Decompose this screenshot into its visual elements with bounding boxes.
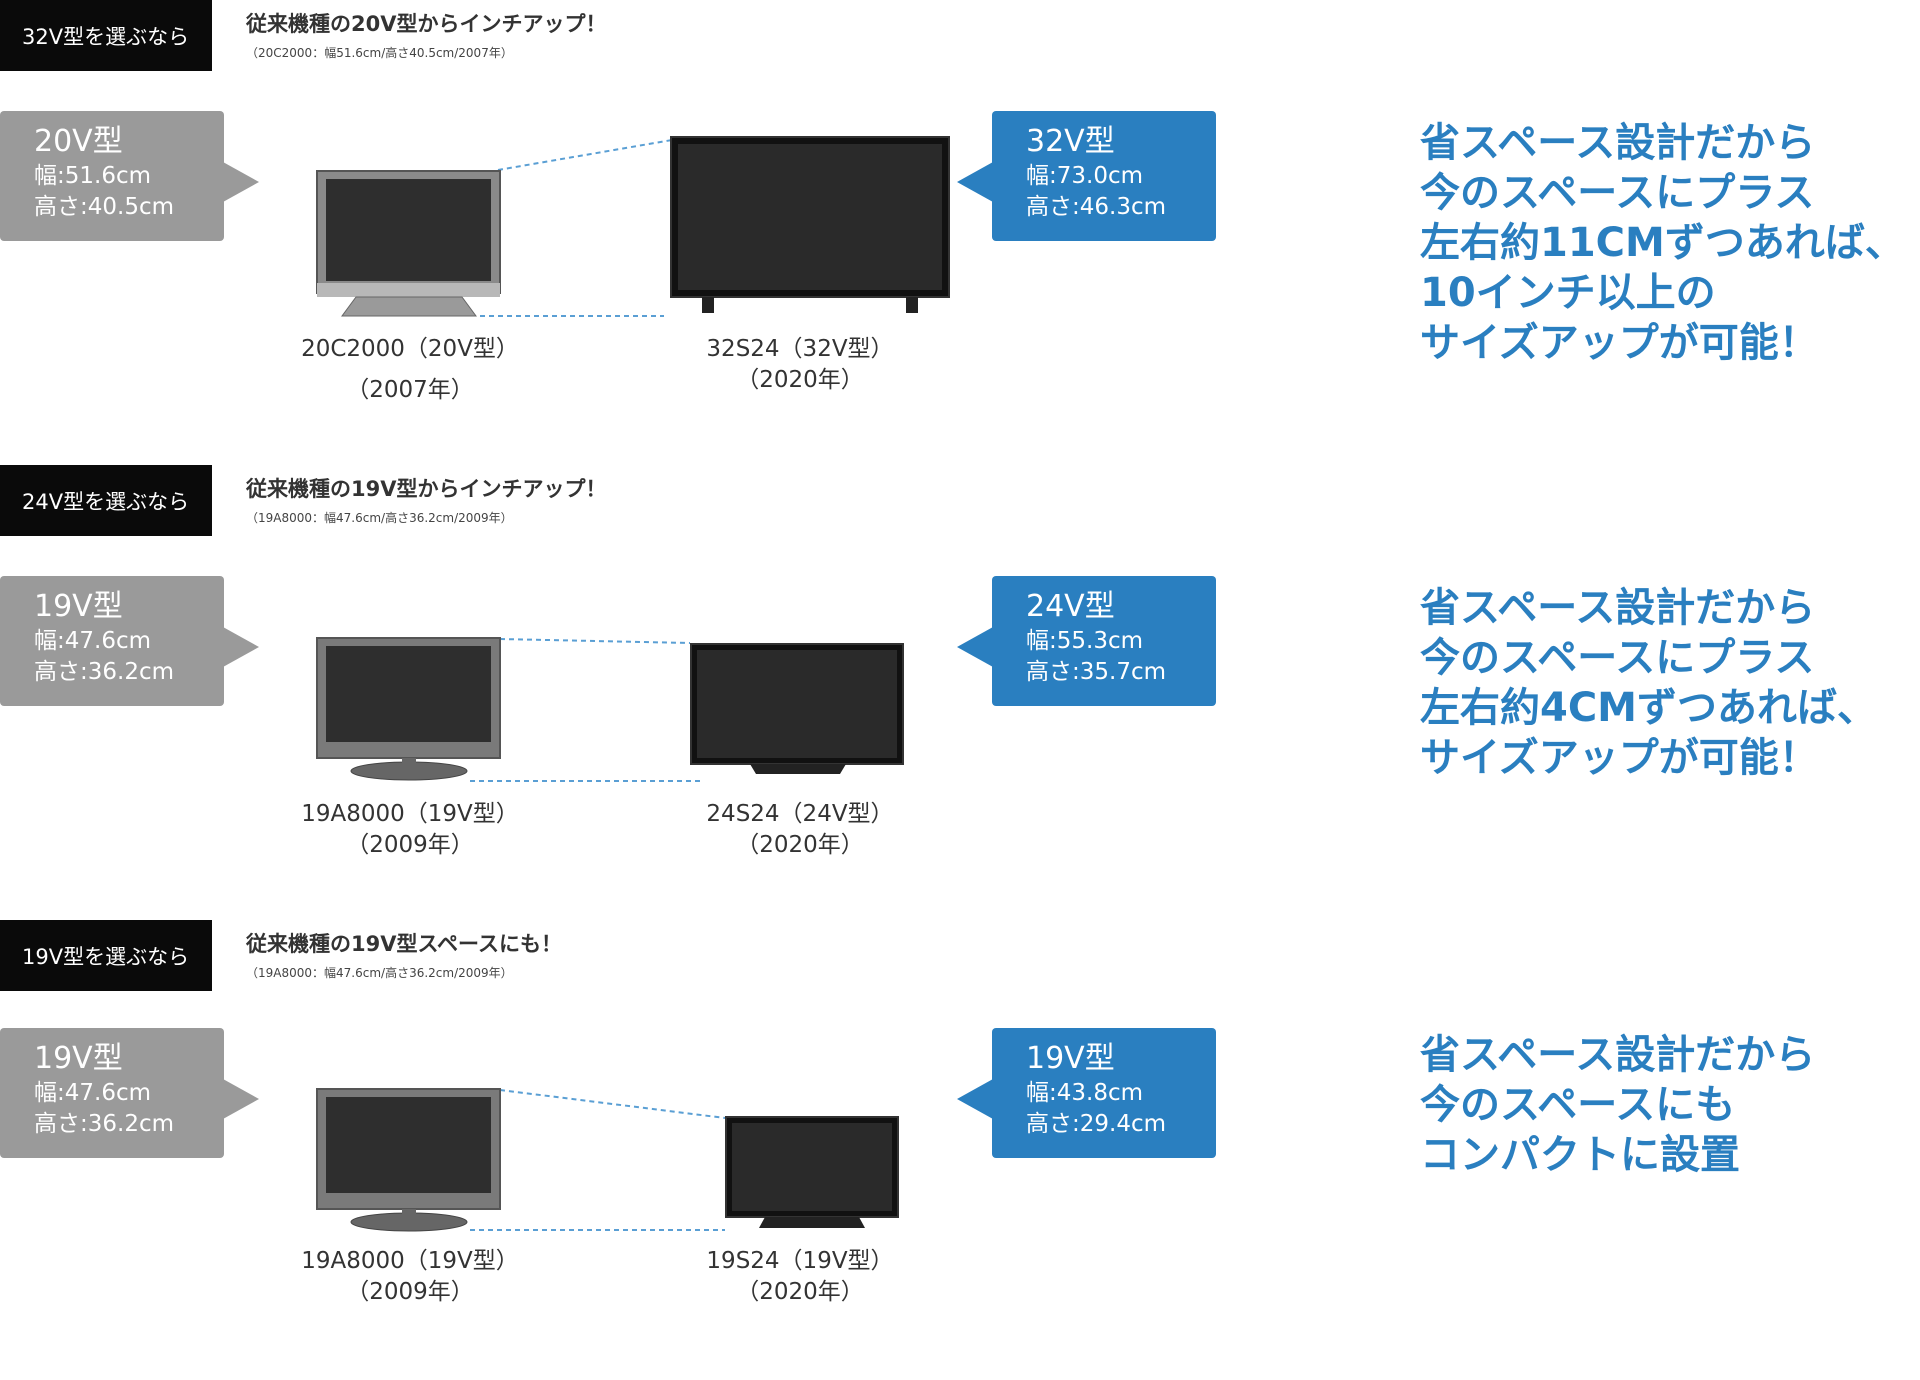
old-tv-model: 20C2000（20V型） （2007年） xyxy=(290,334,530,406)
old-tv-height: 高さ:36.2cm xyxy=(34,1111,175,1137)
promo-copy-line: 省スペース設計だから xyxy=(1420,120,1816,166)
old-tv-size: 19V型 xyxy=(34,1041,123,1076)
promo-copy-line: 省スペース設計だから xyxy=(1420,585,1816,631)
new-tv-size: 24V型 xyxy=(1026,589,1115,624)
old-tv-model-name: 19A8000（19V型） xyxy=(301,801,519,827)
old-tv-width: 幅:47.6cm xyxy=(34,628,152,654)
new-tv-image xyxy=(690,643,904,774)
new-tv-size-bubble: 19V型 幅:43.8cm 高さ:29.4cm xyxy=(957,1028,1216,1158)
new-tv-model-name: 19S24（19V型） xyxy=(706,1248,894,1274)
old-tv-model: 19A8000（19V型） （2009年） xyxy=(290,1246,530,1308)
old-tv-image xyxy=(316,170,501,317)
new-tv-width: 幅:55.3cm xyxy=(1026,628,1144,654)
old-tv-width: 幅:47.6cm xyxy=(34,1080,152,1106)
old-tv-size-bubble: 20V型 幅:51.6cm 高さ:40.5cm xyxy=(0,111,259,241)
new-tv-size-bubble: 24V型 幅:55.3cm 高さ:35.7cm xyxy=(957,576,1216,706)
new-tv-model: 32S24（32V型） （2020年） xyxy=(680,334,920,396)
promo-copy-line: 今のスペースにプラス xyxy=(1420,170,1815,216)
section-label: 32V型を選ぶなら xyxy=(0,0,212,71)
new-tv-size-bubble: 32V型 幅:73.0cm 高さ:46.3cm xyxy=(957,111,1216,241)
promo-copy-line: サイズアップが可能！ xyxy=(1420,320,1819,366)
old-tv-size-bubble: 19V型 幅:47.6cm 高さ:36.2cm xyxy=(0,1028,259,1158)
section-headline: 従来機種の19V型スペースにも！ xyxy=(246,932,562,956)
promo-copy-line: 10インチ以上の xyxy=(1420,270,1716,316)
old-tv-model: 19A8000（19V型） （2009年） xyxy=(290,799,530,861)
old-tv-image xyxy=(316,1088,501,1232)
promo-copy-line: 今のスペースにも xyxy=(1420,1082,1736,1128)
promo-copy-line: 省スペース設計だから xyxy=(1420,1032,1816,1078)
promo-copy: 省スペース設計だから 今のスペースにも コンパクトに設置 xyxy=(1420,1030,1815,1180)
old-tv-height: 高さ:36.2cm xyxy=(34,659,175,685)
promo-copy: 省スペース設計だから 今のスペースにプラス 左右約11CMずつあれば、 10イン… xyxy=(1420,118,1905,368)
promo-copy-line: コンパクトに設置 xyxy=(1420,1132,1740,1178)
promo-copy: 省スペース設計だから 今のスペースにプラス 左右約4CMずつあれば、 サイズアッ… xyxy=(1420,583,1877,783)
new-tv-model: 19S24（19V型） （2020年） xyxy=(680,1246,920,1308)
promo-copy-line: 左右約4CMずつあれば、 xyxy=(1420,685,1877,731)
old-tv-year: （2007年） xyxy=(346,377,474,403)
old-tv-width: 幅:51.6cm xyxy=(34,163,152,189)
new-tv-image xyxy=(725,1116,899,1228)
promo-copy-line: サイズアップが可能！ xyxy=(1420,735,1819,781)
old-tv-year: （2009年） xyxy=(346,1279,474,1305)
new-tv-year: （2020年） xyxy=(736,1279,864,1305)
old-tv-image xyxy=(316,637,501,781)
new-tv-width: 幅:43.8cm xyxy=(1026,1080,1144,1106)
new-tv-year: （2020年） xyxy=(736,832,864,858)
new-tv-model: 24S24（24V型） （2020年） xyxy=(680,799,920,861)
new-tv-size: 19V型 xyxy=(1026,1041,1115,1076)
section-note: （19A8000：幅47.6cm/高さ36.2cm/2009年） xyxy=(246,966,513,980)
new-tv-model-name: 32S24（32V型） xyxy=(706,336,894,362)
section-note: （19A8000：幅47.6cm/高さ36.2cm/2009年） xyxy=(246,511,513,525)
new-tv-height: 高さ:46.3cm xyxy=(1026,194,1167,220)
new-tv-height: 高さ:29.4cm xyxy=(1026,1111,1167,1137)
old-tv-height: 高さ:40.5cm xyxy=(34,194,175,220)
old-tv-model-name: 20C2000（20V型） xyxy=(301,336,519,362)
section-label: 19V型を選ぶなら xyxy=(0,920,212,991)
old-tv-size: 19V型 xyxy=(34,589,123,624)
old-tv-model-name: 19A8000（19V型） xyxy=(301,1248,519,1274)
section-headline: 従来機種の19V型からインチアップ！ xyxy=(246,477,607,501)
new-tv-width: 幅:73.0cm xyxy=(1026,163,1144,189)
promo-copy-line: 今のスペースにプラス xyxy=(1420,635,1815,681)
new-tv-height: 高さ:35.7cm xyxy=(1026,659,1167,685)
new-tv-image xyxy=(670,136,950,313)
new-tv-model-name: 24S24（24V型） xyxy=(706,801,894,827)
new-tv-size: 32V型 xyxy=(1026,124,1115,159)
new-tv-year: （2020年） xyxy=(736,367,864,393)
section-headline: 従来機種の20V型からインチアップ！ xyxy=(246,12,607,36)
comparison-section-24v: 24V型を選ぶなら 従来機種の19V型からインチアップ！ （19A8000：幅4… xyxy=(0,465,1920,925)
old-tv-size-bubble: 19V型 幅:47.6cm 高さ:36.2cm xyxy=(0,576,259,706)
promo-copy-line: 左右約11CMずつあれば、 xyxy=(1420,220,1905,266)
comparison-section-32v: 32V型を選ぶなら 従来機種の20V型からインチアップ！ （20C2000：幅5… xyxy=(0,0,1920,460)
comparison-section-19v: 19V型を選ぶなら 従来機種の19V型スペースにも！ （19A8000：幅47.… xyxy=(0,920,1920,1305)
section-label: 24V型を選ぶなら xyxy=(0,465,212,536)
section-note: （20C2000：幅51.6cm/高さ40.5cm/2007年） xyxy=(246,46,513,60)
old-tv-size: 20V型 xyxy=(34,124,123,159)
old-tv-year: （2009年） xyxy=(346,832,474,858)
